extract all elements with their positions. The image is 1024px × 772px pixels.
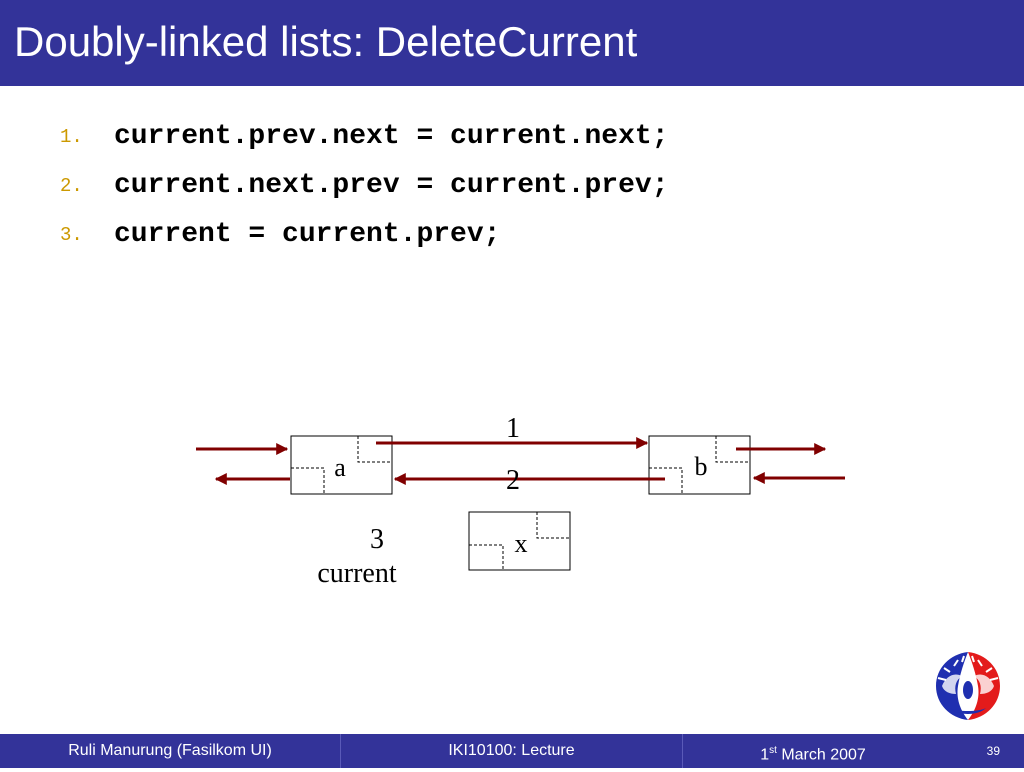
list-number: 3. — [60, 223, 83, 246]
list-number: 1. — [60, 125, 83, 148]
code-line-1: 1. current.prev.next = current.next; — [60, 112, 669, 161]
university-logo-icon — [936, 652, 1000, 720]
step-label-3: 3 — [370, 524, 384, 555]
footer-date-suffix: st — [769, 745, 777, 756]
current-pointer-label: current — [317, 558, 397, 589]
node-b: b — [648, 435, 751, 495]
node-b-label: b — [695, 452, 708, 481]
code-statement: current.prev.next = current.next; — [114, 121, 669, 152]
code-list: 1. current.prev.next = current.next; 2. … — [60, 112, 669, 259]
node-a: a — [290, 435, 393, 495]
footer-divider — [340, 734, 341, 768]
code-statement: current.next.prev = current.prev; — [114, 170, 669, 201]
footer-date-day: 1 — [760, 746, 770, 764]
footer-date-rest: March 2007 — [776, 746, 866, 764]
code-line-3: 3. current = current.prev; — [60, 210, 669, 259]
slide-title: Doubly-linked lists: DeleteCurrent — [14, 18, 638, 65]
page-number: 39 — [986, 744, 1000, 758]
node-a-label: a — [334, 453, 346, 482]
code-statement: current = current.prev; — [114, 219, 501, 250]
footer: Ruli Manurung (Fasilkom UI) IKI10100: Le… — [0, 734, 1024, 768]
footer-date: 1st March 2007 — [683, 734, 943, 768]
list-number: 2. — [60, 174, 83, 197]
footer-author: Ruli Manurung (Fasilkom UI) — [68, 742, 272, 759]
node-x: x — [468, 511, 571, 571]
footer-divider — [682, 734, 683, 768]
code-line-2: 2. current.next.prev = current.prev; — [60, 161, 669, 210]
node-x-label: x — [515, 529, 528, 558]
step-label-1: 1 — [506, 413, 520, 444]
title-bar: Doubly-linked lists: DeleteCurrent — [0, 0, 1024, 86]
step-label-2: 2 — [506, 465, 520, 496]
footer-course: IKI10100: Lecture — [448, 742, 575, 759]
